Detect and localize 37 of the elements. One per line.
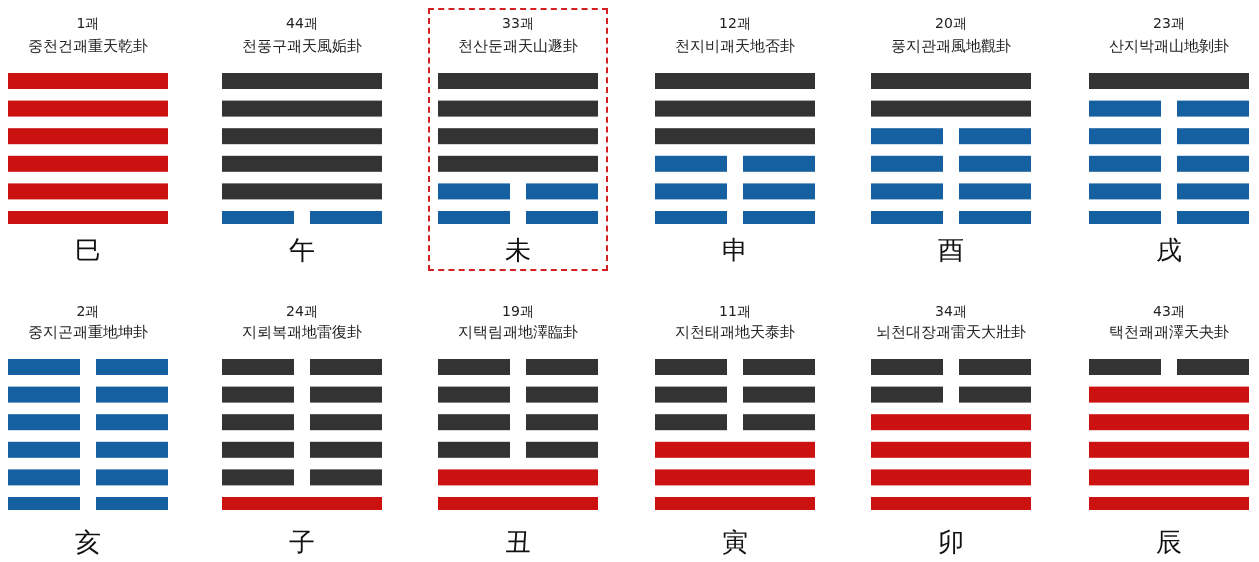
hexagram-name: 뇌천대장괘雷天大壯卦 (876, 324, 1026, 341)
branch-character: 戌 (1156, 236, 1182, 265)
hexagram-name: 지택림괘地澤臨卦 (458, 324, 578, 341)
hexagram-number: 24괘 (286, 304, 318, 320)
hexagram-number: 2괘 (76, 304, 100, 320)
branch-character: 未 (505, 236, 531, 265)
branch-character: 寅 (722, 528, 748, 557)
highlight-box (428, 8, 608, 271)
hexagram-name: 지천태괘地天泰卦 (675, 324, 795, 341)
branch-character: 巳 (75, 236, 101, 265)
branch-character: 亥 (75, 528, 101, 557)
hexagram-number: 1괘 (76, 16, 100, 32)
hexagram-number: 20괘 (935, 16, 967, 32)
branch-character: 卯 (938, 528, 964, 557)
hexagram-number: 44괘 (286, 16, 318, 32)
hexagram-name: 풍지관괘風地觀卦 (891, 38, 1011, 55)
hexagram-name: 택천쾌괘澤天夬卦 (1109, 324, 1229, 341)
hexagram-name: 천산둔괘天山遯卦 (458, 38, 578, 55)
hexagram-number: 11괘 (719, 304, 751, 320)
hexagram-name: 지뢰복괘地雷復卦 (242, 324, 362, 341)
hexagram-number: 34괘 (935, 304, 967, 320)
hexagram-name: 중지곤괘重地坤卦 (28, 324, 148, 341)
branch-character: 酉 (938, 236, 964, 265)
hexagram-name: 천풍구괘天風姤卦 (242, 38, 362, 55)
branch-character: 午 (289, 236, 315, 265)
hexagram-number: 19괘 (502, 304, 534, 320)
hexagram-number: 33괘 (502, 16, 534, 32)
hexagram-name: 중천건괘重天乾卦 (28, 38, 148, 55)
branch-character: 子 (289, 528, 315, 557)
branch-character: 申 (722, 236, 748, 265)
hexagram-name: 천지비괘天地否卦 (675, 38, 795, 55)
hexagram-name: 산지박괘山地剝卦 (1109, 38, 1229, 55)
branch-character: 丑 (505, 528, 531, 557)
hexagram-number: 43괘 (1153, 304, 1185, 320)
branch-character: 辰 (1156, 528, 1182, 557)
hexagram-number: 23괘 (1153, 16, 1185, 32)
hexagram-number: 12괘 (719, 16, 751, 32)
